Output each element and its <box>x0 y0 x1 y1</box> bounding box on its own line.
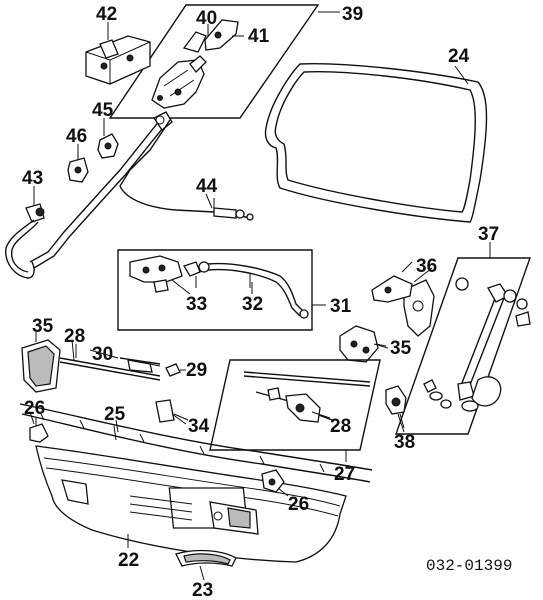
callout-42: 42 <box>96 4 117 25</box>
callout-34: 34 <box>188 416 210 437</box>
callout-24: 24 <box>448 46 470 67</box>
callout-22: 22 <box>118 550 139 571</box>
release-cable-43 <box>5 111 173 279</box>
callout-36: 36 <box>416 256 437 277</box>
corner-cap-35-left <box>21 332 61 393</box>
callout-27: 27 <box>334 464 355 485</box>
callout-39: 39 <box>342 4 363 25</box>
release-rod-44 <box>119 119 254 221</box>
callout-28-left: 28 <box>64 326 85 347</box>
bumper-reinforcement-25 <box>19 403 373 483</box>
bracket-38 <box>385 385 407 429</box>
callout-35-left: 35 <box>32 316 54 337</box>
latch-bracket-part <box>85 26 151 85</box>
callout-44: 44 <box>196 176 218 197</box>
callout-30: 30 <box>92 344 113 365</box>
hinge-box <box>117 249 326 331</box>
callout-45: 45 <box>92 100 114 121</box>
callout-26-right: 26 <box>288 494 309 515</box>
clip-26-left <box>29 418 49 443</box>
rod-30 <box>119 357 161 373</box>
callout-23: 23 <box>192 580 213 600</box>
callout-26-left: 26 <box>24 398 45 419</box>
hinge-plate-36 <box>371 261 435 337</box>
clamp-35-right <box>339 325 387 363</box>
lower-trim-23 <box>175 549 237 581</box>
callout-29: 29 <box>186 360 207 381</box>
gas-stay-box <box>395 242 531 435</box>
clip-26-right <box>261 469 285 493</box>
bumper-cover-22 <box>35 445 347 563</box>
callout-46: 46 <box>66 126 87 147</box>
callout-38: 38 <box>394 432 415 453</box>
callout-35-right: 35 <box>390 338 412 359</box>
callout-25: 25 <box>104 404 126 425</box>
callout-40: 40 <box>196 8 217 29</box>
callout-43: 43 <box>22 168 43 189</box>
callout-37: 37 <box>478 224 499 245</box>
leader-lines <box>29 22 433 497</box>
latch-rod-box <box>209 359 381 462</box>
callout-33: 33 <box>186 294 207 315</box>
clip-45 <box>97 133 119 159</box>
catalog-code: 032-01399 <box>426 557 512 575</box>
weatherstrip-seal <box>264 63 488 223</box>
clip-46 <box>67 157 89 183</box>
callout-41: 41 <box>248 26 270 47</box>
callout-32: 32 <box>242 294 263 315</box>
lock-assembly-box <box>108 4 340 119</box>
plate-34 <box>155 399 189 423</box>
rod-28-left <box>59 339 161 381</box>
clip-29 <box>165 363 186 377</box>
callout-labels: 42 40 41 39 24 45 46 43 44 37 36 33 32 3… <box>22 4 512 600</box>
callout-31: 31 <box>330 296 352 317</box>
callout-28-right: 28 <box>330 416 351 437</box>
